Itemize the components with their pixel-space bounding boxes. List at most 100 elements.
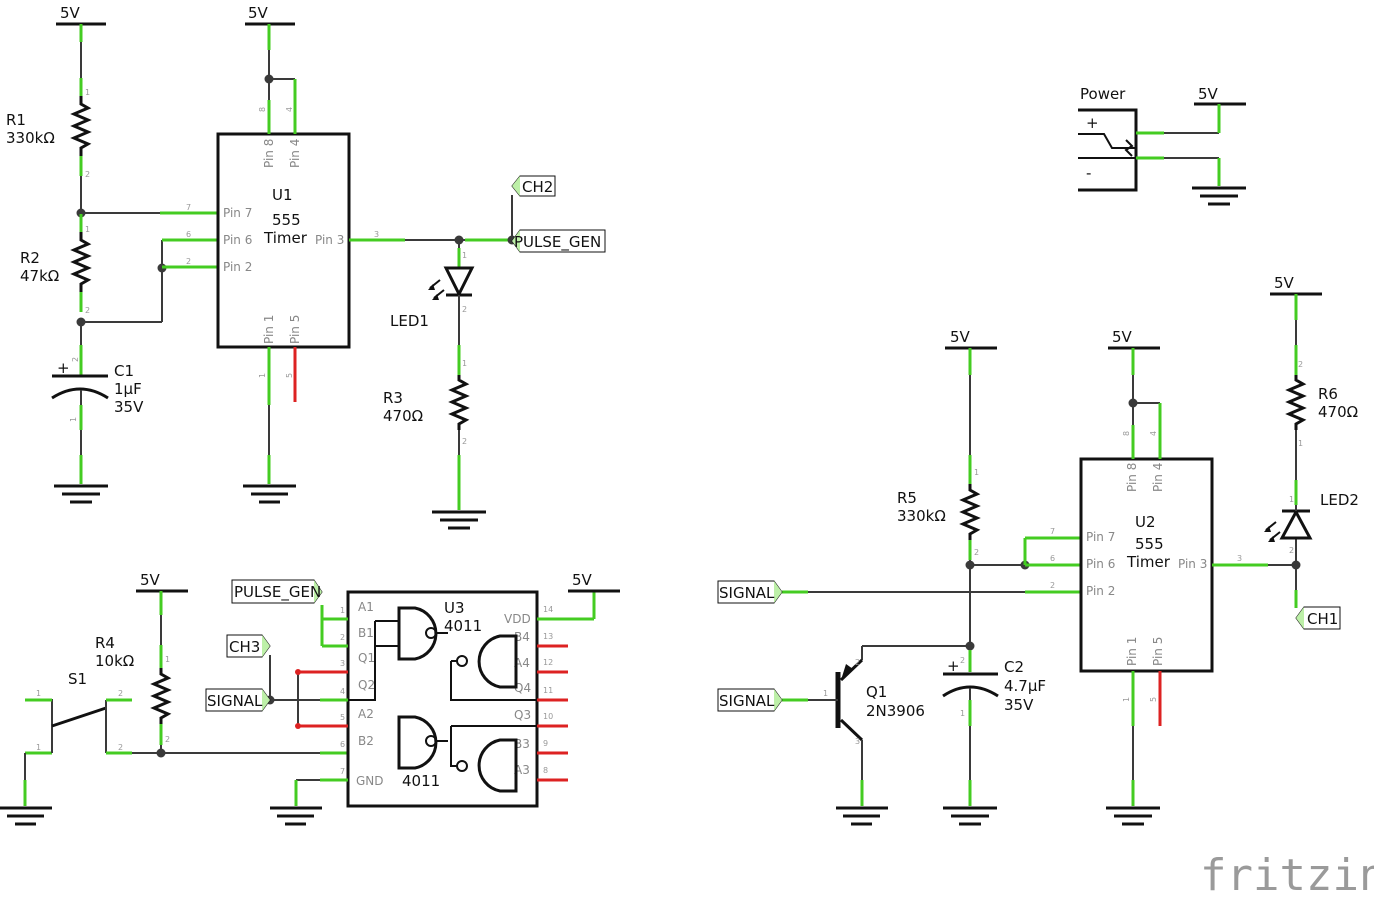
r2-value: 47kΩ xyxy=(20,267,59,285)
ground-symbol xyxy=(1106,806,1160,826)
svg-text:9: 9 xyxy=(543,739,548,748)
u1-pin7: Pin 7 xyxy=(223,206,252,220)
u3-pin-a3: A3 xyxy=(514,763,530,777)
c2-value: 4.7µF xyxy=(1004,677,1046,695)
svg-text:2: 2 xyxy=(186,257,191,266)
nand-gate-4 xyxy=(450,634,537,701)
u1-pin5: Pin 5 xyxy=(288,315,302,344)
svg-text:2: 2 xyxy=(974,548,979,557)
svg-text:5: 5 xyxy=(1149,697,1158,702)
svg-text:3: 3 xyxy=(855,737,860,746)
svg-text:8: 8 xyxy=(258,107,267,112)
s1-ref: S1 xyxy=(68,670,87,688)
net-label-ch2: CH2 xyxy=(511,175,556,197)
u3-pin-a2: A2 xyxy=(358,707,374,721)
ground-symbol xyxy=(243,484,296,504)
u3-pin-b2: B2 xyxy=(358,734,374,748)
power-label: 5V xyxy=(1198,85,1219,103)
svg-text:CH1: CH1 xyxy=(1307,610,1338,628)
u2-type: 555 xyxy=(1135,535,1164,553)
svg-text:7: 7 xyxy=(340,767,345,776)
r3-value: 470Ω xyxy=(383,407,423,425)
ground-symbol xyxy=(432,510,486,530)
svg-text:PULSE_GEN: PULSE_GEN xyxy=(514,233,601,252)
led1-ref: LED1 xyxy=(390,312,429,330)
power-label: 5V xyxy=(140,571,161,589)
svg-text:PULSE_GEN: PULSE_GEN xyxy=(234,583,321,602)
svg-text:2: 2 xyxy=(71,357,80,362)
fritzing-logo: fritzing xyxy=(1200,850,1374,901)
svg-text:14: 14 xyxy=(543,605,553,614)
svg-text:2: 2 xyxy=(165,735,170,744)
svg-text:2: 2 xyxy=(1298,360,1303,369)
svg-text:2: 2 xyxy=(118,743,123,752)
svg-text:1: 1 xyxy=(258,373,267,378)
svg-text:4: 4 xyxy=(1149,431,1158,436)
svg-text:1: 1 xyxy=(69,417,78,422)
r1-value: 330kΩ xyxy=(6,129,55,147)
u3-pin-gnd: GND xyxy=(356,774,384,788)
power-jack: Power + - 5V xyxy=(1078,85,1246,206)
power-label: 5V xyxy=(1112,328,1133,346)
r3-ref: R3 xyxy=(383,389,403,407)
svg-text:8: 8 xyxy=(1122,431,1131,436)
c2-voltage: 35V xyxy=(1004,696,1034,714)
nand-gate-2 xyxy=(397,715,448,770)
r5-value: 330kΩ xyxy=(897,507,946,525)
svg-text:2: 2 xyxy=(1289,546,1294,555)
svg-text:1: 1 xyxy=(462,251,467,260)
svg-text:2: 2 xyxy=(1050,581,1055,590)
net-label-pulse-gen: PULSE_GEN xyxy=(231,579,323,604)
u3-pin-q1: Q1 xyxy=(358,651,375,665)
power-label: 5V xyxy=(248,4,269,22)
ground-symbol xyxy=(270,806,322,826)
nand-gate-1 xyxy=(348,606,448,701)
svg-text:6: 6 xyxy=(186,230,191,239)
net-label-ch3: CH3 xyxy=(226,634,271,658)
svg-text:2: 2 xyxy=(85,306,90,315)
q1-value: 2N3906 xyxy=(866,702,925,720)
r5-ref: R5 xyxy=(897,489,917,507)
svg-text:2: 2 xyxy=(462,437,467,446)
c1-voltage: 35V xyxy=(114,398,144,416)
svg-text:1: 1 xyxy=(1298,439,1303,448)
u3-pin-b4: B4 xyxy=(514,630,530,644)
svg-text:1: 1 xyxy=(462,359,467,368)
svg-text:7: 7 xyxy=(1050,527,1055,536)
svg-text:1: 1 xyxy=(36,743,41,752)
svg-text:2: 2 xyxy=(855,658,860,667)
svg-text:1: 1 xyxy=(165,655,170,664)
svg-text:5: 5 xyxy=(285,373,294,378)
svg-text:2: 2 xyxy=(85,170,90,179)
net-label-signal: SIGNAL xyxy=(205,688,271,712)
u3-pin-q2: Q2 xyxy=(358,678,375,692)
svg-text:4: 4 xyxy=(340,687,345,696)
svg-text:2: 2 xyxy=(118,689,123,698)
u2-ref: U2 xyxy=(1135,513,1156,531)
u2-pin2: Pin 2 xyxy=(1086,584,1115,598)
u2-chip xyxy=(1079,457,1214,673)
u1-type: 555 xyxy=(272,211,301,229)
q1-ref: Q1 xyxy=(866,683,887,701)
u3-ref: U3 xyxy=(444,599,465,617)
u2-pin3: Pin 3 xyxy=(1178,557,1207,571)
ground-symbol xyxy=(836,806,888,826)
u3-type2: 4011 xyxy=(402,772,440,790)
svg-text:1: 1 xyxy=(85,88,90,97)
svg-text:5: 5 xyxy=(340,713,345,722)
power-label: 5V xyxy=(950,328,971,346)
svg-text:1: 1 xyxy=(1122,697,1131,702)
ground-symbol xyxy=(0,806,52,826)
net-label-pulse-gen: PULSE_GEN xyxy=(511,229,606,253)
svg-text:8: 8 xyxy=(543,766,548,775)
svg-text:1: 1 xyxy=(340,606,345,615)
svg-text:SIGNAL: SIGNAL xyxy=(207,692,263,710)
u2-circuit: 5V 1 2 R5 330kΩ 76 2 SIGNAL xyxy=(717,274,1359,826)
u2-pin1: Pin 1 xyxy=(1125,637,1139,666)
svg-text:1: 1 xyxy=(85,225,90,234)
r1-ref: R1 xyxy=(6,111,26,129)
jack-label: Power xyxy=(1080,85,1126,103)
svg-text:1: 1 xyxy=(36,689,41,698)
u1-pin3: Pin 3 xyxy=(315,233,344,247)
